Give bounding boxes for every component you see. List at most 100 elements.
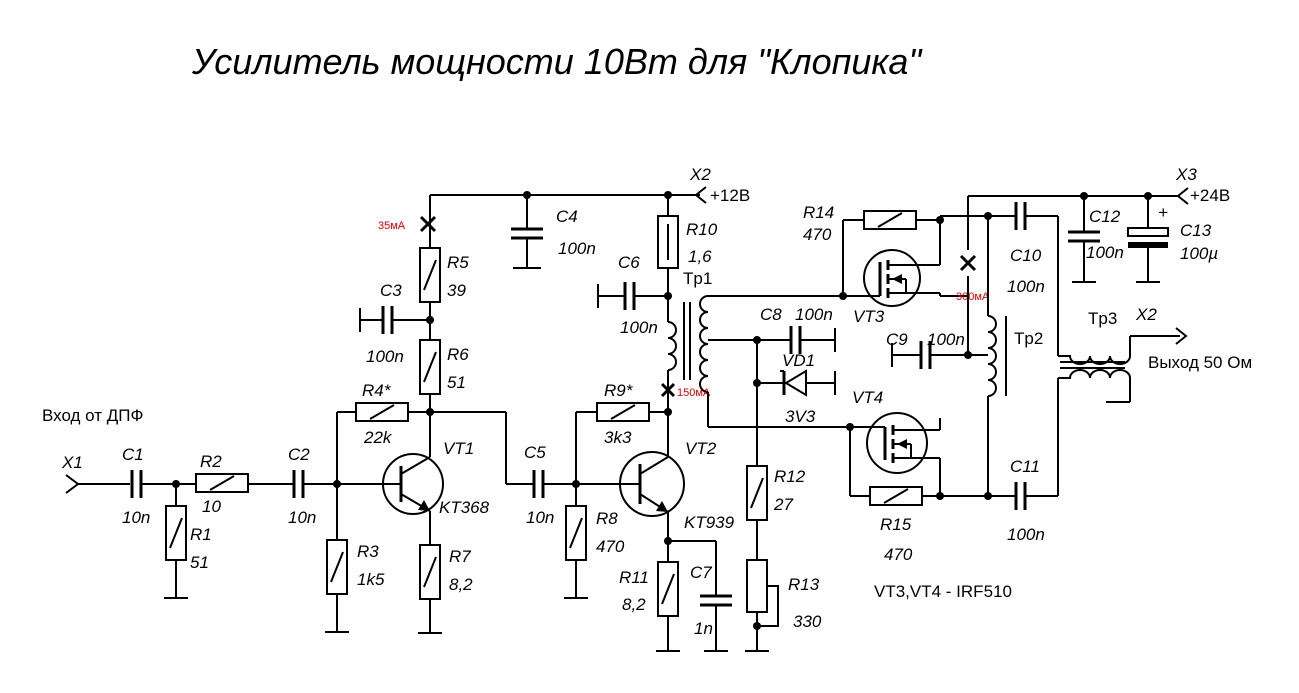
c4-name: C4 (556, 207, 578, 226)
junction-dot (936, 492, 944, 500)
c13-electrolytic-capacitor (1127, 196, 1169, 283)
r14-name: R14 (803, 203, 834, 222)
x3-desc: +24В (1190, 186, 1230, 205)
r4-resistor (355, 402, 409, 422)
r1-name: R1 (190, 525, 212, 544)
r12-resistor (746, 465, 768, 521)
vt1-type: KT368 (439, 498, 490, 517)
c7-value: 1n (694, 619, 713, 638)
c12-name: C12 (1089, 207, 1121, 226)
c8-value: 100n (795, 305, 833, 324)
c13-value: 100µ (1180, 244, 1218, 263)
r1-resistor (165, 505, 187, 561)
vt4-mosfet (850, 412, 940, 474)
r5-value: 39 (447, 281, 466, 300)
c8-name: C8 (760, 305, 782, 324)
vt34-current-label: 300мА (956, 291, 990, 303)
r10-name: R10 (686, 220, 718, 239)
c9-capacitor (891, 341, 968, 369)
r6-resistor (419, 339, 441, 395)
c10-value: 100n (1007, 277, 1045, 296)
r5-resistor (419, 247, 441, 303)
vt1-transistor (382, 412, 444, 545)
tp3-name: Tp3 (1088, 309, 1117, 328)
x2-output-desc: Выход 50 Ом (1148, 353, 1252, 372)
c11-name: C11 (1010, 457, 1040, 476)
r2-value: 10 (202, 497, 221, 516)
r3-name: R3 (357, 542, 379, 561)
tp3-transformer (1058, 327, 1188, 403)
c4-value: 100n (558, 239, 596, 258)
vd1-value: 3V3 (785, 407, 816, 426)
tp1-primary-coil (667, 321, 677, 371)
r8-value: 470 (596, 537, 625, 556)
r8-resistor (565, 505, 587, 561)
c13-polarity: + (1158, 203, 1168, 222)
r11-value: 8,2 (622, 595, 646, 614)
r9-value: 3k3 (604, 428, 632, 447)
c6-value: 100n (620, 318, 658, 337)
c6-name: C6 (618, 253, 640, 272)
c6-capacitor (597, 282, 668, 310)
r12-value: 27 (773, 495, 793, 514)
c11-capacitor (1014, 378, 1059, 510)
c9-name: C9 (886, 330, 908, 349)
tp2-name: Tp2 (1014, 329, 1043, 348)
x1-label: X1 (61, 453, 83, 472)
x3-label: X3 (1175, 165, 1197, 184)
c4-capacitor (511, 195, 543, 269)
c3-name: C3 (380, 281, 402, 300)
r2-resistor (195, 473, 249, 493)
vt3-name: VT3 (853, 307, 885, 326)
r5-name: R5 (447, 253, 469, 272)
r15-value: 470 (884, 545, 913, 564)
r10-value: 1,6 (688, 247, 712, 266)
vt4-name: VT4 (852, 388, 883, 407)
c2-name: C2 (288, 445, 310, 464)
c10-name: C10 (1010, 246, 1042, 265)
current-measure-point (959, 254, 977, 272)
r7-value: 8,2 (449, 575, 473, 594)
r9-resistor (596, 402, 650, 422)
r14-value: 470 (803, 225, 832, 244)
tp2-primary-coil (987, 315, 997, 397)
r1-value: 51 (190, 553, 209, 572)
page-title: Усилитель мощности 10Вт для "Клопика" (191, 41, 923, 82)
c1-name: C1 (122, 445, 144, 464)
r4-name: R4* (362, 381, 392, 400)
tp1-secondary-coil (699, 295, 709, 393)
r13-value: 330 (793, 612, 822, 631)
vt1-name: VT1 (443, 439, 474, 458)
c9-value: 100n (927, 330, 965, 349)
c11-value: 100n (1007, 525, 1045, 544)
vt3-mosfet (843, 220, 941, 307)
transistor-note: VT3,VT4 - IRF510 (874, 582, 1012, 601)
vt2-name: VT2 (685, 439, 717, 458)
r9-name: R9* (604, 381, 634, 400)
r12-name: R12 (774, 467, 806, 486)
vd1-name: VD1 (782, 351, 815, 370)
r15-resistor (869, 486, 923, 506)
c7-capacitor (700, 541, 732, 652)
r6-value: 51 (447, 373, 466, 392)
c7-name: C7 (690, 563, 712, 582)
c5-capacitor (532, 470, 622, 498)
r3-value: 1k5 (357, 570, 385, 589)
vd1-zener-diode (757, 369, 836, 397)
r3-resistor (326, 539, 348, 595)
r6-name: R6 (447, 345, 469, 364)
input-label: Вход от ДПФ (42, 406, 143, 425)
r4-value: 22k (363, 428, 393, 447)
junction-dot (984, 492, 992, 500)
r7-resistor (419, 544, 441, 600)
c5-name: C5 (524, 443, 546, 462)
x1-connector (65, 474, 130, 494)
c1-value: 10n (122, 508, 150, 527)
tp1-name: Tp1 (683, 269, 712, 288)
x2-power-connector (694, 186, 707, 204)
x2-power-label: X2 (689, 165, 711, 184)
x2-power-desc: +12В (710, 186, 750, 205)
x3-power-connector (1176, 187, 1189, 205)
r2-name: R2 (200, 452, 222, 471)
